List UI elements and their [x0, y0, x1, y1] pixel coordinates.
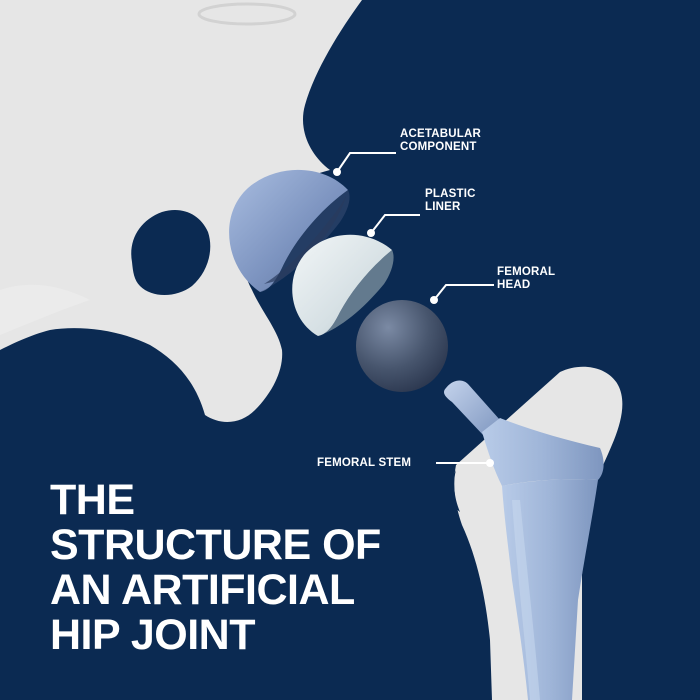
title-line-4: HIP JOINT — [50, 611, 255, 659]
acetabular-leader-line — [336, 152, 396, 173]
liner-label-line-2: LINER — [425, 201, 461, 213]
femoral-stem-label: FEMORAL STEM — [317, 457, 411, 470]
title-line-1: THE — [50, 476, 135, 524]
acetabular-label-line-1: ACETABULAR — [400, 128, 482, 140]
page-title: THE STRUCTURE OF AN ARTIFICIAL HIP JOINT — [50, 478, 381, 658]
leader-lines — [336, 152, 494, 464]
plastic-liner-label: PLASTIC LINER — [425, 188, 476, 214]
head-label-line-1: FEMORAL — [497, 266, 556, 278]
femoral-head — [356, 300, 448, 392]
femoral-stem — [444, 380, 604, 700]
title-line-3: AN ARTIFICIAL — [50, 566, 355, 614]
liner-label-line-1: PLASTIC — [425, 188, 476, 200]
title-line-2: STRUCTURE OF — [50, 521, 381, 569]
femoral-head-label: FEMORAL HEAD — [497, 266, 555, 292]
head-label-line-2: HEAD — [497, 279, 531, 291]
stem-leader-dot — [486, 459, 494, 467]
stem-label-line-1: FEMORAL STEM — [317, 457, 412, 469]
plastic-liner — [292, 234, 394, 336]
acetabular-label-line-2: COMPONENT — [400, 141, 477, 153]
liner-leader-line — [370, 214, 420, 234]
head-leader-line — [433, 284, 494, 301]
acetabular-component — [229, 169, 350, 292]
pelvis-bone — [0, 0, 362, 422]
acetabular-leader-dot — [333, 168, 341, 176]
leader-dots — [333, 168, 494, 467]
head-leader-dot — [430, 296, 438, 304]
bone-ring-detail — [197, 2, 297, 26]
acetabular-component-label: ACETABULAR COMPONENT — [400, 128, 481, 154]
liner-leader-dot — [367, 229, 375, 237]
